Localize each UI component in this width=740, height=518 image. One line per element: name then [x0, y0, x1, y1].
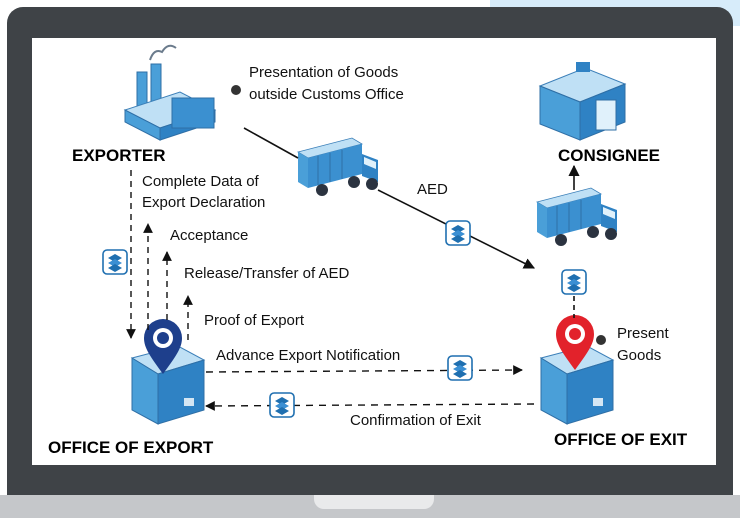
factory-icon: [123, 44, 217, 141]
connector-exporter-truck: [243, 127, 299, 159]
label-acceptance: Acceptance: [170, 227, 249, 244]
laptop-notch: [314, 495, 434, 509]
warehouse-icon: [538, 62, 627, 141]
connector-confirmation: [205, 401, 535, 411]
label-present-line2: Goods: [617, 347, 662, 364]
label-release-transfer: Release/Transfer of AED: [184, 265, 350, 282]
label-present-line1: Present: [617, 325, 669, 342]
truck-icon: [536, 187, 618, 247]
document-stack-icon: [269, 392, 295, 418]
truck-icon: [297, 137, 379, 197]
label-presentation-line1: Presentation of Goods: [249, 64, 399, 81]
node-consignee: CONSIGNEE: [558, 146, 661, 165]
bullet-dot-icon: [596, 335, 606, 345]
document-stack-icon: [561, 269, 587, 295]
label-aed: AED: [417, 181, 448, 198]
label-complete-data-line2: Export Declaration: [142, 194, 266, 211]
node-office-of-exit: OFFICE OF EXIT: [554, 430, 688, 449]
bullet-dot-icon: [231, 85, 241, 95]
document-stack-icon: [447, 355, 473, 381]
node-office-of-export: OFFICE OF EXPORT: [48, 438, 214, 457]
document-stack-icon: [445, 220, 471, 246]
label-confirmation-of-exit: Confirmation of Exit: [350, 412, 481, 429]
document-stack-icon: [102, 249, 128, 275]
location-pin-icon-red: [556, 315, 594, 370]
label-presentation-line2: outside Customs Office: [249, 86, 404, 103]
location-pin-icon-navy: [144, 319, 182, 374]
connector-advance-notification: [205, 365, 523, 375]
node-exporter: EXPORTER: [72, 146, 166, 165]
label-advance-export-notification: Advance Export Notification: [216, 347, 401, 364]
label-proof-of-export: Proof of Export: [204, 312, 305, 329]
label-complete-data-line1: Complete Data of: [142, 173, 259, 190]
